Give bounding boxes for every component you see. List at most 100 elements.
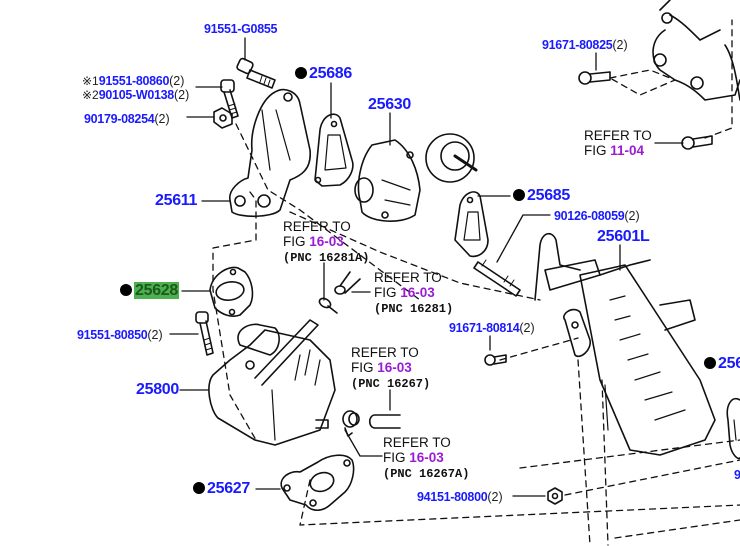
dashed-line <box>614 519 740 539</box>
bolt-refer-11-04[interactable] <box>681 135 713 150</box>
part-label-256-partial[interactable]: 256 <box>704 356 740 372</box>
part-number[interactable]: 90105-W0138 <box>98 88 175 102</box>
dashed-line <box>601 379 609 546</box>
fig-link-11-04[interactable]: 11-04 <box>610 143 645 158</box>
flange-25611[interactable] <box>229 88 311 218</box>
egr-valve-25630[interactable] <box>354 133 478 222</box>
fig-link-16-03[interactable]: 16-03 <box>400 285 435 300</box>
fig-prefix: FIG <box>283 234 310 249</box>
egr-valve-25800[interactable] <box>208 319 336 446</box>
part-number[interactable]: 25800 <box>136 381 179 398</box>
part-number[interactable]: 25630 <box>368 96 411 113</box>
dashed-line <box>519 439 740 469</box>
refer-text: REFER TO <box>374 270 442 285</box>
hose-16281[interactable] <box>334 271 361 295</box>
bolt-91551-80860[interactable] <box>220 79 239 119</box>
part-label-25800[interactable]: 25800 <box>136 382 179 398</box>
refer-note-16267: REFER TO FIG 16-03 (PNC 16267) <box>351 345 430 392</box>
part-label-25611[interactable]: 25611 <box>155 193 197 209</box>
part-label-91551-G0855[interactable]: 91551-G0855 <box>204 21 277 37</box>
part-number[interactable]: 25627 <box>207 480 250 497</box>
part-number-highlighted[interactable]: 25628 <box>134 282 179 299</box>
part-label-25630[interactable]: 25630 <box>368 97 411 113</box>
fig-link-16-03[interactable]: 16-03 <box>309 234 344 249</box>
dashed-line <box>704 19 733 139</box>
part-number[interactable]: 91551-80860 <box>98 74 170 88</box>
part-quantity: (2) <box>519 321 535 335</box>
refer-note-11-04: REFER TO FIG 11-04 <box>584 128 652 158</box>
fig-prefix: FIG <box>351 360 378 375</box>
stud-90126-08059[interactable] <box>473 259 521 297</box>
part-number[interactable]: 25601L <box>597 228 650 245</box>
part-label-91551-80860[interactable]: ※191551-80860(2) <box>82 73 184 89</box>
new-part-bullet-icon <box>295 67 307 79</box>
dashed-line <box>289 211 541 301</box>
pnc-code: (PNC 16267A) <box>383 467 470 481</box>
pnc-code: (PNC 16281A) <box>283 251 370 265</box>
part-label-25686[interactable]: 25686 <box>295 66 352 82</box>
fig-prefix: FIG <box>374 285 401 300</box>
fig-prefix: FIG <box>383 450 410 465</box>
clamp-16267A[interactable] <box>342 410 360 437</box>
refer-text: REFER TO <box>584 128 652 143</box>
bolt-91551-80850[interactable] <box>195 311 214 356</box>
part-number[interactable]: 94151-80800 <box>417 490 488 504</box>
connector-16281A[interactable] <box>318 297 338 314</box>
refer-note-16281: REFER TO FIG 16-03 (PNC 16281) <box>374 270 453 317</box>
new-part-bullet-icon <box>513 189 525 201</box>
hose-16267[interactable] <box>368 414 401 429</box>
part-number[interactable]: 90179-08254 <box>84 112 155 126</box>
gasket-25686[interactable] <box>314 113 354 187</box>
refer-text: REFER TO <box>383 435 451 450</box>
gasket-25685[interactable] <box>454 191 489 258</box>
new-part-bullet-icon <box>704 357 716 369</box>
gasket-partial-right <box>726 398 740 460</box>
part-label-94151-80800[interactable]: 94151-80800(2) <box>417 489 503 505</box>
part-label-25601L[interactable]: 25601L <box>597 228 650 245</box>
part-number[interactable]: 9 <box>734 468 740 482</box>
part-number[interactable]: 91671-80825 <box>542 38 613 52</box>
part-quantity: (2) <box>147 328 163 342</box>
pnc-code: (PNC 16281) <box>374 302 454 316</box>
part-number[interactable]: 25685 <box>527 187 570 204</box>
part-quantity: (2) <box>173 88 190 102</box>
assembly-dashed-lines <box>212 19 740 546</box>
part-quantity: (2) <box>612 38 628 52</box>
part-number[interactable]: 91551-G0855 <box>204 22 278 36</box>
part-label-90105-W0138[interactable]: ※290105-W0138(2) <box>82 87 189 103</box>
part-number[interactable]: 25686 <box>309 65 352 82</box>
part-label-90126-08059[interactable]: 90126-08059(2) <box>554 208 640 224</box>
dashed-line <box>499 337 579 361</box>
bolt-91671-80814[interactable] <box>484 354 507 366</box>
part-label-25628[interactable]: 25628 <box>120 282 179 299</box>
part-number[interactable]: 91671-80814 <box>449 321 520 335</box>
refer-note-16281A: REFER TO FIG 16-03 (PNC 16281A) <box>283 219 369 266</box>
fig-prefix: FIG <box>584 143 611 158</box>
fig-link-16-03[interactable]: 16-03 <box>409 450 444 465</box>
part-label-91671-80825[interactable]: 91671-80825(2) <box>542 37 628 53</box>
part-label-90179-08254[interactable]: 90179-08254(2) <box>84 111 170 127</box>
part-number[interactable]: 256 <box>718 355 740 372</box>
note-symbol: ※1 <box>82 74 99 88</box>
new-part-bullet-icon <box>120 284 132 296</box>
part-label-91551-80850[interactable]: 91551-80850(2) <box>77 327 163 343</box>
fig-link-16-03[interactable]: 16-03 <box>377 360 412 375</box>
part-number[interactable]: 91551-80850 <box>77 328 148 342</box>
part-number[interactable]: 90126-08059 <box>554 209 625 223</box>
dashed-line <box>564 459 740 496</box>
nut-90179-08254[interactable] <box>213 107 233 129</box>
part-label-25685[interactable]: 25685 <box>513 188 570 204</box>
pnc-code: (PNC 16267) <box>351 377 431 391</box>
part-label-91671-80814[interactable]: 91671-80814(2) <box>449 320 535 336</box>
gasket-25627[interactable] <box>280 454 355 512</box>
bolt-91671-80825[interactable] <box>578 71 611 85</box>
egr-cooler-25601L[interactable] <box>534 232 716 456</box>
part-label-9-partial[interactable]: 9 <box>734 467 740 483</box>
part-number[interactable]: 25611 <box>155 192 198 209</box>
gasket-25628[interactable] <box>209 266 254 317</box>
nut-94151-80800[interactable] <box>547 487 563 505</box>
bolt-91551-G0855[interactable] <box>236 57 276 89</box>
part-label-25627[interactable]: 25627 <box>193 481 250 497</box>
